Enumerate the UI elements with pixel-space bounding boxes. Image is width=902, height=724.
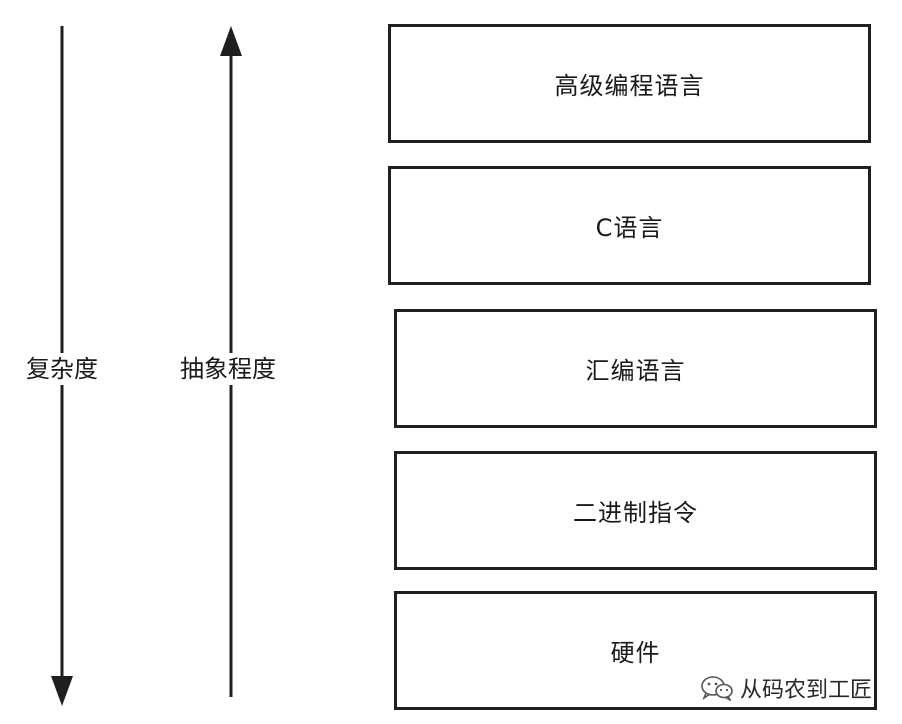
layer-box-high-level-language: 高级编程语言 — [388, 24, 871, 143]
layer-label: 高级编程语言 — [554, 72, 705, 100]
layer-box-c-language: C语言 — [388, 166, 871, 285]
watermark: 从码农到工匠 — [698, 672, 875, 704]
arrow-head-down-icon — [51, 676, 73, 706]
wechat-icon — [701, 676, 733, 701]
layer-label: C语言 — [595, 214, 664, 242]
layer-label: 硬件 — [610, 639, 661, 667]
layer-box-assembly-language: 汇编语言 — [394, 309, 877, 428]
layer-label: 二进制指令 — [573, 499, 698, 527]
layer-label: 汇编语言 — [585, 357, 686, 385]
complexity-label: 复杂度 — [24, 353, 100, 385]
abstraction-label: 抽象程度 — [178, 353, 278, 385]
layer-box-binary-instructions: 二进制指令 — [394, 451, 877, 570]
layer-box-hardware: 硬件 — [394, 591, 877, 710]
arrow-head-up-icon — [220, 26, 242, 56]
watermark-text: 从码农到工匠 — [740, 678, 873, 703]
